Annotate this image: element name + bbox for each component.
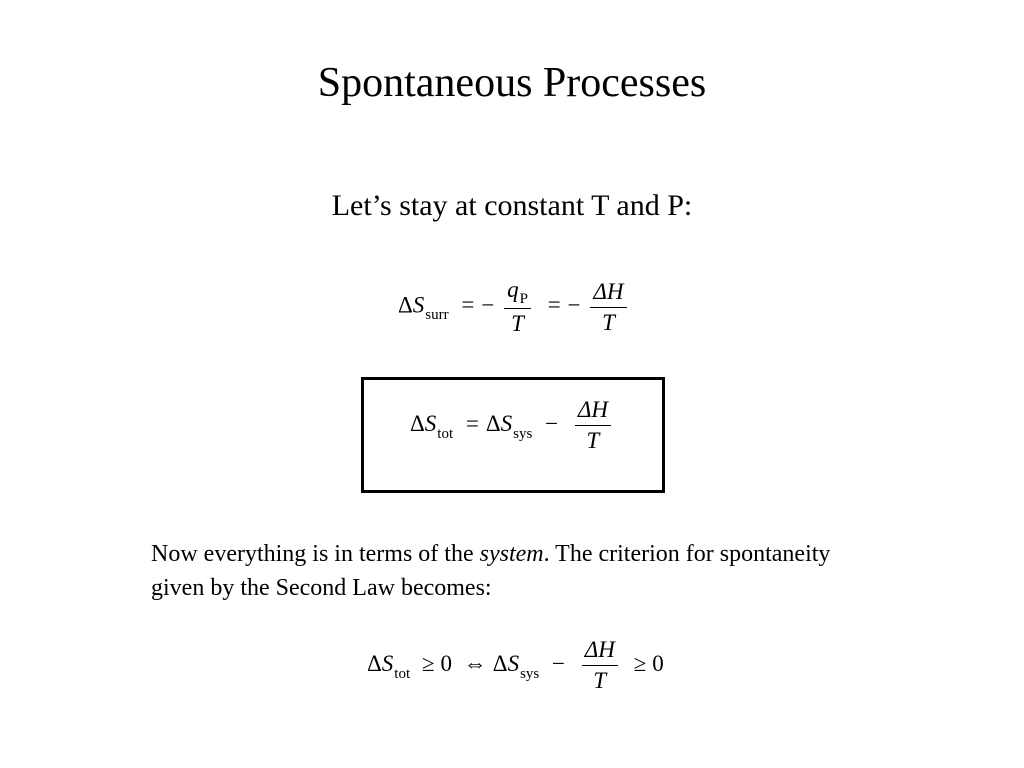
heat-symbol: q: [507, 277, 519, 302]
fraction-enthalpy-over-temperature: ΔH T: [574, 398, 611, 453]
paragraph-emphasis: system: [479, 541, 544, 567]
equals-sign: =: [547, 292, 561, 318]
boxed-equation-frame: [361, 377, 665, 493]
fraction-denominator: T: [586, 428, 600, 453]
delta-symbol: Δ: [485, 410, 501, 436]
paragraph-text-start: Now everything is in terms of the: [151, 541, 480, 567]
minus-sign: −: [481, 292, 495, 318]
delta-symbol: Δ: [410, 410, 425, 436]
delta-symbol: Δ: [492, 650, 508, 676]
explanation-paragraph: Now everything is in terms of the system…: [151, 537, 851, 605]
fraction-enthalpy-over-temperature: ΔH T: [590, 279, 627, 335]
fraction-enthalpy-over-temperature: ΔH T: [581, 638, 618, 693]
fraction-denominator: T: [593, 668, 607, 693]
fraction-numerator: ΔH: [590, 279, 627, 308]
zero: 0: [652, 650, 664, 676]
fraction-numerator: ΔH: [574, 398, 611, 426]
subscript-tot: tot: [394, 665, 411, 682]
subscript-sys: sys: [520, 665, 540, 682]
slide-title: Spontaneous Processes: [317, 60, 707, 106]
equation-total-entropy: ΔStot =ΔSsys − ΔH T: [410, 398, 615, 453]
equivalence-arrow-icon: ⇔: [463, 650, 487, 676]
equals-sign: =: [465, 410, 479, 436]
zero: 0: [440, 650, 453, 676]
entropy-symbol: S: [381, 650, 394, 676]
fraction-denominator: T: [511, 311, 524, 336]
equals-sign: =: [461, 292, 475, 318]
minus-sign: −: [545, 410, 559, 436]
fraction-numerator: qP: [504, 278, 531, 309]
entropy-symbol: S: [507, 650, 520, 676]
greater-or-equal-sign: ≥: [421, 650, 435, 676]
greater-or-equal-sign: ≥: [633, 650, 647, 676]
subscript-surr: surr: [425, 307, 449, 324]
subscript-sys: sys: [513, 425, 533, 442]
slide-subtitle: Let’s stay at constant T and P:: [331, 189, 693, 222]
delta-symbol: Δ: [367, 650, 382, 676]
fraction-numerator: ΔH: [581, 638, 618, 666]
equation-entropy-surroundings: ΔSsurr =− qP T =− ΔH T: [398, 278, 631, 336]
minus-sign: −: [567, 292, 581, 318]
fraction-denominator: T: [602, 309, 615, 335]
fraction-heat-over-temperature: qP T: [504, 278, 531, 336]
equation-spontaneity-criterion: ΔStot ≥0 ⇔ΔSsys − ΔH T ≥0: [367, 638, 664, 693]
entropy-symbol: S: [424, 410, 437, 436]
delta-symbol: Δ: [398, 292, 413, 318]
minus-sign: −: [552, 650, 565, 676]
entropy-symbol: S: [412, 292, 425, 318]
paragraph-text-end: . The criterion for spontaneity given by…: [151, 541, 831, 601]
subscript-tot: tot: [437, 425, 454, 442]
entropy-symbol: S: [500, 410, 513, 436]
subscript-p: P: [519, 291, 528, 307]
